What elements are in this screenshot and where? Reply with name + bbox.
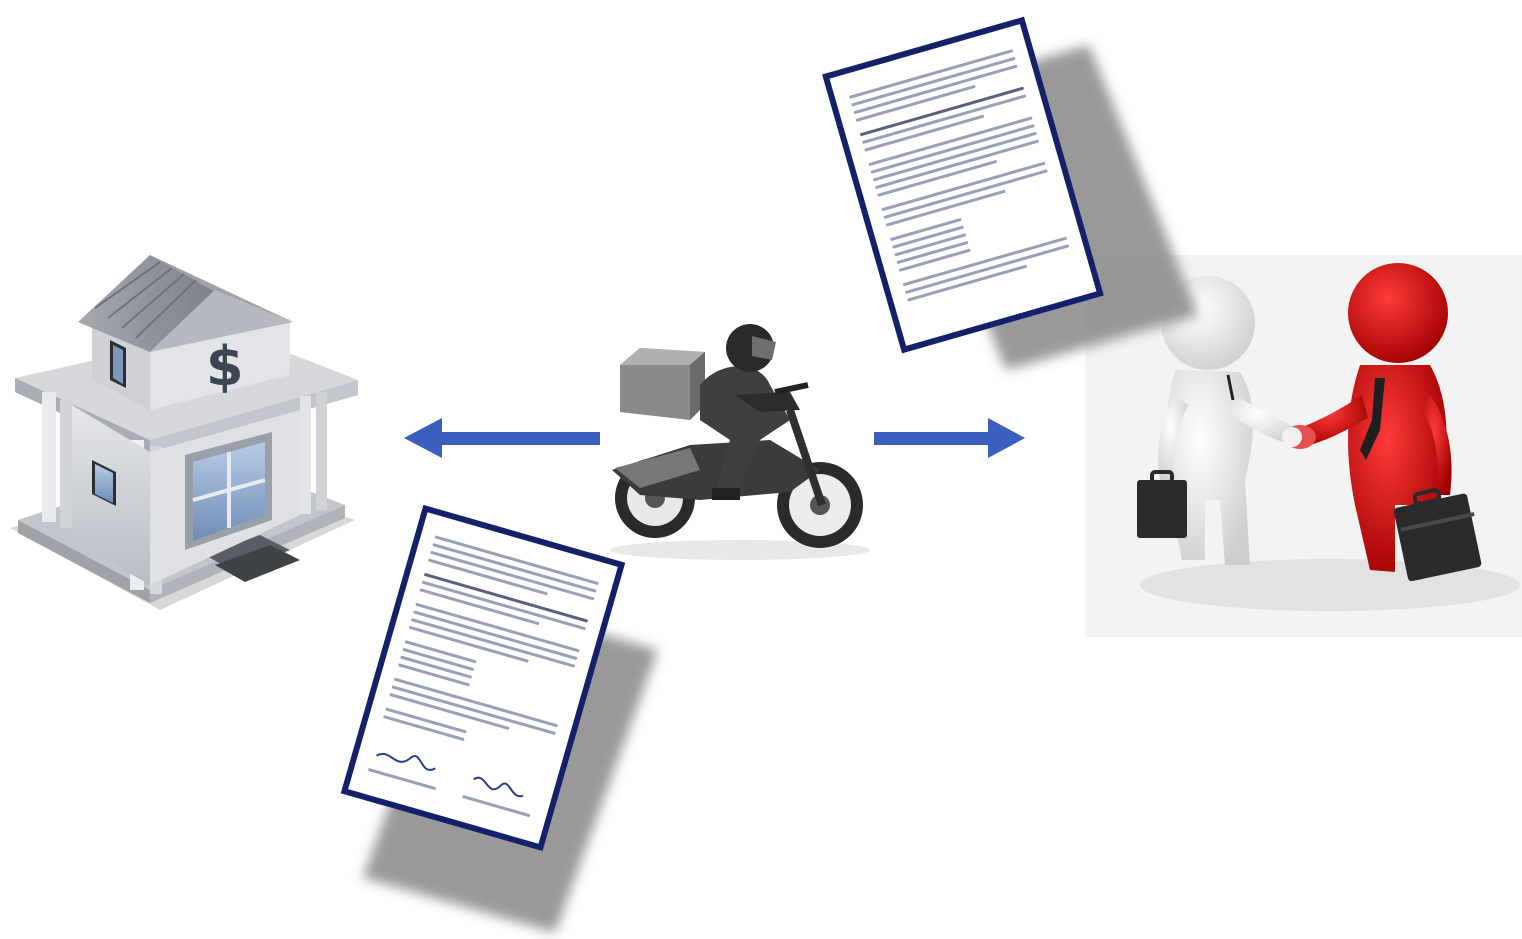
diagram-canvas: $ <box>10 255 1522 637</box>
signature-marks <box>367 752 531 818</box>
arrow-courier-to-bank <box>404 418 600 458</box>
motorcycle-courier-icon <box>610 324 870 560</box>
bank-building-icon: $ <box>10 255 358 610</box>
dollar-sign: $ <box>206 335 244 398</box>
document-to-bank <box>340 504 658 933</box>
signed-document-page-icon <box>340 504 626 852</box>
arrow-courier-to-clients <box>874 418 1025 458</box>
red-person <box>1300 263 1482 582</box>
